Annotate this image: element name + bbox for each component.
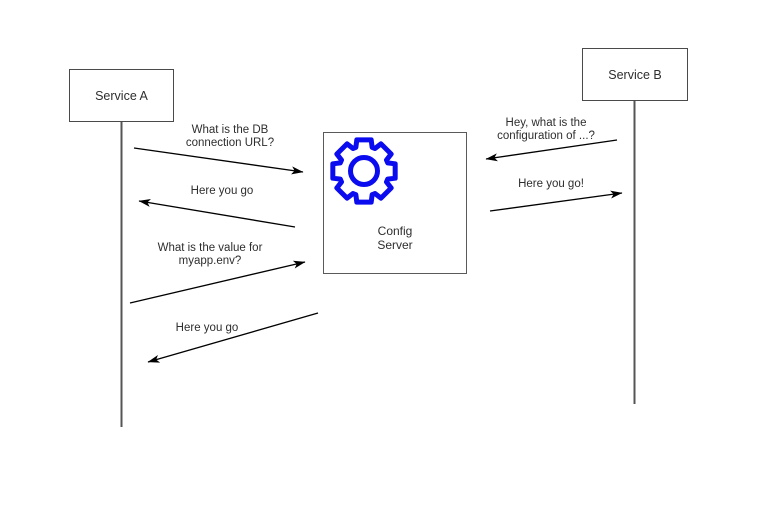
node-service-a: Service A [69,69,174,122]
arrow-config-request [485,139,618,162]
service-a-label: Service A [95,88,148,103]
arrow-config-reply [489,190,623,212]
label-config-reply: Here you go! [518,178,584,190]
label-config-request: Hey, what is the configuration of ...? [497,117,595,142]
node-service-b: Service B [582,48,688,101]
arrow-myapp-env-request [129,260,306,304]
config-server-label: Config Server [324,224,466,252]
label-myapp-env-reply: Here you go [175,322,239,334]
config-server-label-line1: Config [377,224,413,238]
arrow-myapp-env-reply [147,312,319,363]
service-b-label: Service B [608,67,662,82]
arrow-db-url-reply [138,198,296,228]
label-myapp-env-request: What is the value for myapp.env? [157,242,263,267]
label-db-url-reply: Here you go [190,185,254,197]
gear-icon [330,137,398,205]
arrow-db-url-request [133,147,304,175]
node-config-server: Config Server [323,132,467,274]
config-server-label-line2: Server [377,237,413,252]
label-db-url-request: What is the DB connection URL? [185,124,275,149]
